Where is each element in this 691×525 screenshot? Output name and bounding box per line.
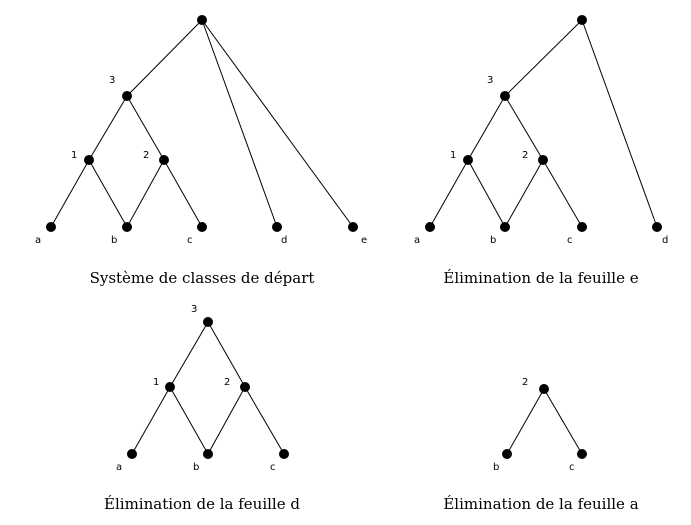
edge-n3-n1 xyxy=(88,95,128,161)
edge-n2-b xyxy=(207,386,246,455)
node-label-n2: 2 xyxy=(522,377,528,388)
node-leaf-b xyxy=(203,449,213,459)
node-leaf-e xyxy=(348,222,358,232)
node-label-a: a xyxy=(35,235,41,246)
node-leaf-b xyxy=(122,222,132,232)
node-leaf-d xyxy=(652,222,662,232)
node-label-b: b xyxy=(493,462,499,473)
node-label-b: b xyxy=(111,235,117,246)
edge-n3-n1 xyxy=(467,95,506,161)
edge-root-d xyxy=(201,19,278,228)
node-leaf-b xyxy=(500,222,510,232)
node-label-b: b xyxy=(490,235,496,246)
node-n3 xyxy=(122,91,132,101)
edge-root-d xyxy=(581,19,658,228)
node-label-n3: 3 xyxy=(109,75,115,86)
edge-n3-n2 xyxy=(504,95,544,161)
node-label-a: a xyxy=(414,235,420,246)
edge-n1-a xyxy=(429,159,469,228)
node-label-n3: 3 xyxy=(487,75,493,86)
edge-n2-c xyxy=(163,159,203,228)
node-label-b: b xyxy=(193,462,199,473)
edge-n1-a xyxy=(131,386,171,455)
node-n3 xyxy=(203,317,213,327)
edge-n2-b xyxy=(506,388,545,455)
node-label-n3: 3 xyxy=(191,304,197,315)
node-n2 xyxy=(539,384,549,394)
edge-n1-b xyxy=(88,159,128,228)
node-leaf-c xyxy=(197,222,207,232)
node-leaf-c xyxy=(279,449,289,459)
node-root xyxy=(197,15,207,25)
node-label-n1: 1 xyxy=(450,150,456,161)
panel-caption: Élimination de la feuille d xyxy=(104,495,300,513)
node-n1 xyxy=(165,382,175,392)
edge-root-n3 xyxy=(504,19,583,97)
edge-n2-c xyxy=(543,388,583,455)
edge-n2-b xyxy=(504,159,544,228)
node-label-c: c xyxy=(270,462,276,473)
edge-n2-b xyxy=(126,159,165,228)
node-label-n2: 2 xyxy=(522,150,528,161)
edge-root-e xyxy=(201,19,354,228)
node-n2 xyxy=(538,155,548,165)
node-label-n1: 1 xyxy=(153,377,159,388)
node-n2 xyxy=(240,382,250,392)
edge-n1-b xyxy=(169,386,209,455)
node-n1 xyxy=(84,155,94,165)
node-label-c: c xyxy=(567,235,573,246)
edge-n2-c xyxy=(244,386,285,455)
panel-4: 2 b c Élimination de la feuille a xyxy=(443,377,638,513)
edge-n1-a xyxy=(50,159,90,228)
node-label-n1: 1 xyxy=(71,150,77,161)
node-leaf-c xyxy=(577,449,587,459)
edge-n3-n2 xyxy=(126,95,165,161)
node-leaf-a xyxy=(46,222,56,232)
node-leaf-c xyxy=(577,222,587,232)
node-label-a: a xyxy=(116,462,122,473)
node-n1 xyxy=(463,155,473,165)
node-leaf-d xyxy=(272,222,282,232)
edge-n2-c xyxy=(542,159,583,228)
node-root xyxy=(577,15,587,25)
node-leaf-a xyxy=(127,449,137,459)
panel-2: 3 1 2 a b c d Élimination de la feuille … xyxy=(414,15,668,287)
node-leaf-b xyxy=(502,449,512,459)
node-n3 xyxy=(500,91,510,101)
panel-caption: Système de classes de départ xyxy=(90,269,315,287)
node-n2 xyxy=(159,155,169,165)
edge-n1-b xyxy=(467,159,506,228)
node-label-c: c xyxy=(569,462,575,473)
edge-n3-n1 xyxy=(169,321,209,388)
node-label-c: c xyxy=(187,235,193,246)
panel-caption: Élimination de la feuille a xyxy=(443,495,638,513)
panel-3: 3 1 2 a b c Élimination de la feuille d xyxy=(104,304,300,513)
node-label-n2: 2 xyxy=(143,150,149,161)
node-leaf-a xyxy=(425,222,435,232)
node-label-e: e xyxy=(361,235,367,246)
node-label-d: d xyxy=(281,235,287,246)
edge-n3-n2 xyxy=(207,321,246,388)
panel-caption: Élimination de la feuille e xyxy=(443,269,638,287)
panel-1: 3 1 2 a b c d e Système de classes de dé… xyxy=(35,15,367,287)
node-label-n2: 2 xyxy=(224,377,230,388)
edge-root-n3 xyxy=(126,19,203,97)
node-label-d: d xyxy=(662,235,668,246)
